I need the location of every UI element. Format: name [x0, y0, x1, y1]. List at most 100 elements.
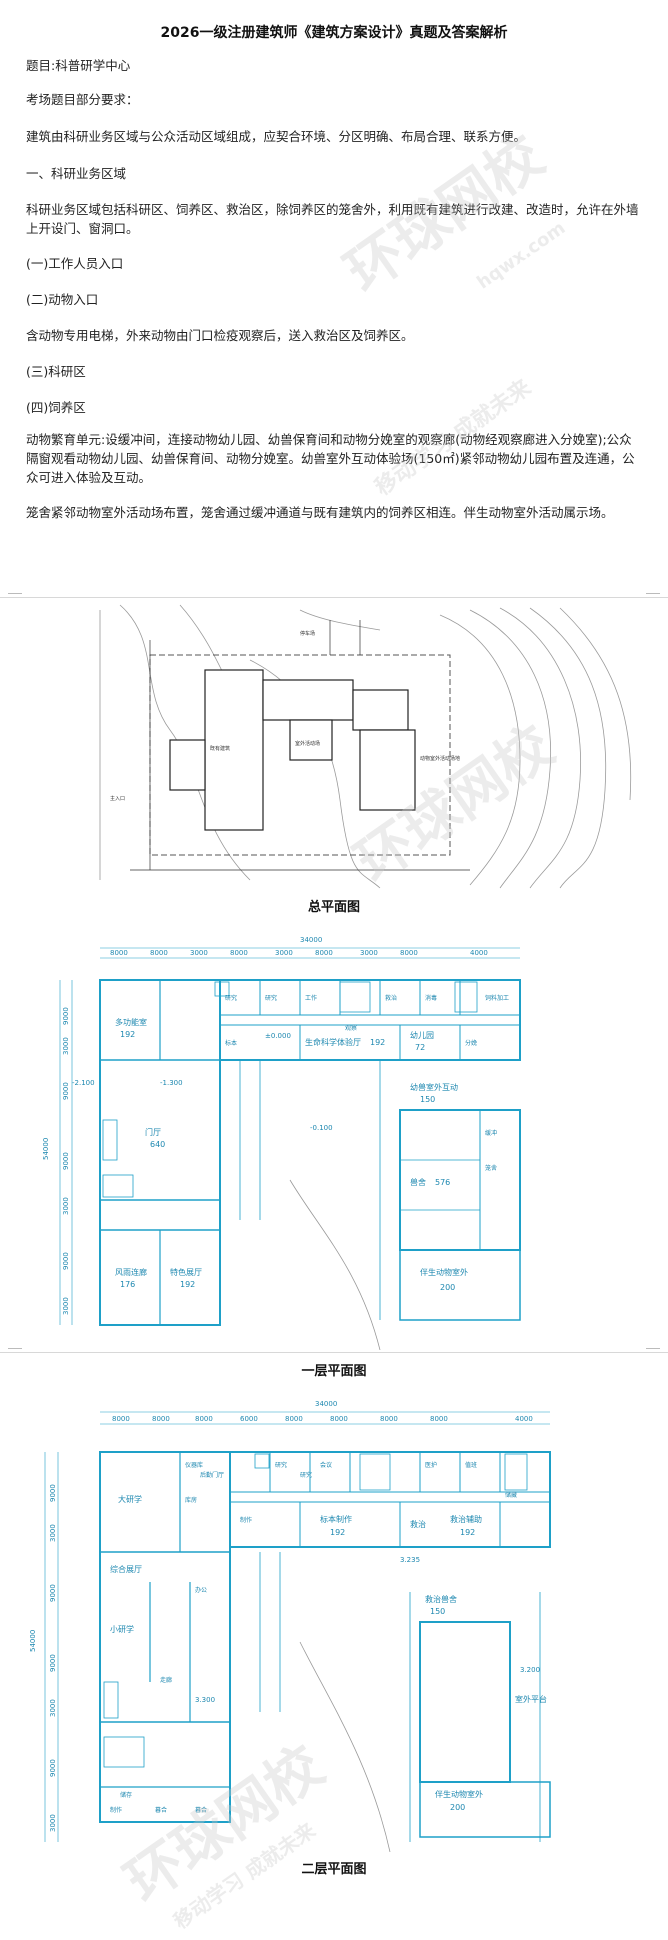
subheading-breeding-zone: (四)饲养区 — [26, 400, 86, 415]
document-title: 2026一级注册建筑师《建筑方案设计》真题及答案解析 — [160, 25, 508, 41]
site-label-building: 既有建筑 — [210, 745, 230, 752]
floor2-side-dim-2: 3000 — [49, 1524, 57, 1542]
floor2-small-room: 制作 — [240, 1516, 252, 1524]
floor1-small-room: 笼舍 — [485, 1164, 497, 1172]
floor1-dim-3: 3000 — [190, 949, 208, 957]
floor1-small-room: 研究 — [265, 994, 277, 1002]
floor2-room-name: 伴生动物室外 — [435, 1789, 483, 1799]
page-separator — [0, 1348, 668, 1353]
topic-line: 题目:科普研学中心 — [26, 58, 131, 73]
floor2-room-name: 救治兽舍 — [425, 1594, 457, 1604]
floor2-room-area: 192 — [330, 1528, 345, 1537]
paragraph-animal-entrance: 含动物专用电梯，外来动物由门口检疫观察后，送入救治区及饲养区。 — [26, 328, 414, 343]
floor2-room-name: 室外平台 — [515, 1694, 547, 1704]
floor2-side-dim-4: 9000 — [49, 1654, 57, 1672]
floor2-room-name: 综合展厅 — [110, 1564, 142, 1574]
floor1-room-name: 多功能室 — [115, 1017, 147, 1027]
floor2-small-room: 值班 — [465, 1461, 477, 1469]
floor1-overall-dim: 34000 — [300, 936, 322, 944]
floor1-side-dim-4: 9000 — [62, 1152, 70, 1170]
paragraph-breeding-unit: 动物繁育单元:设缓冲间，连接动物幼儿园、幼兽保育间和动物分娩室的观察廊(动物经观… — [26, 432, 635, 485]
paragraph-cages: 笼舍紧邻动物室外活动场布置，笼舍通过缓冲通道与既有建筑内的饲养区相连。伴生动物室… — [26, 505, 614, 520]
floor2-room-name: 标本制作 — [320, 1514, 352, 1524]
floor2-room-name: 救治辅助 — [450, 1514, 482, 1524]
floor1-room-area: 192 — [180, 1280, 195, 1289]
floor2-room-area: 200 — [450, 1803, 465, 1812]
section-heading-research: 一、科研业务区域 — [26, 166, 127, 181]
subheading-animal-entrance: (二)动物入口 — [26, 292, 99, 307]
site-label-parking: 停车场 — [300, 630, 315, 637]
floor1-room-name: 伴生动物室外 — [420, 1267, 468, 1277]
floor1-room-area: 192 — [120, 1030, 135, 1039]
floor2-plan-drawing: 34000 8000 8000 8000 6000 8000 8000 8000… — [29, 1400, 551, 1852]
floor2-dim-3: 8000 — [195, 1415, 213, 1423]
floor2-dim-4: 6000 — [240, 1415, 258, 1423]
floor2-small-room: 库房 — [185, 1496, 197, 1504]
floor1-room-name: 门厅 — [145, 1127, 161, 1137]
floor2-dim-9: 4000 — [515, 1415, 533, 1423]
floor2-room-name: 大研学 — [118, 1494, 142, 1504]
floor2-small-room: 医护 — [425, 1461, 437, 1469]
floor1-room-name: 生命科学体验厅 — [305, 1037, 361, 1047]
floor2-small-room: 会议 — [320, 1461, 332, 1469]
floor2-room-name: 救治 — [410, 1519, 426, 1529]
floor1-dim-5: 3000 — [275, 949, 293, 957]
floor1-small-room: 分娩 — [465, 1039, 477, 1047]
site-label-animal-field: 动物室外活动场地 — [420, 755, 460, 762]
floor1-room-area: 200 — [440, 1283, 455, 1292]
site-label-outdoor: 室外活动场 — [295, 740, 320, 747]
floor1-side-total: 54000 — [42, 1138, 50, 1160]
floor1-level: -2.100 — [72, 1079, 95, 1087]
floor2-dim-1: 8000 — [112, 1415, 130, 1423]
floor2-room-area: 150 — [430, 1607, 445, 1616]
caption-floor2: 二层平面图 — [301, 1862, 367, 1877]
floor2-overall-dim: 34000 — [315, 1400, 337, 1408]
site-plan-drawing: 既有建筑 室外活动场 动物室外活动场地 停车场 主入口 — [99, 604, 632, 889]
floor2-small-room: 制作 — [110, 1806, 122, 1814]
floor1-level: ±0.000 — [265, 1032, 291, 1040]
floor2-dim-6: 8000 — [330, 1415, 348, 1423]
floor1-room-area: 192 — [370, 1038, 385, 1047]
floor2-small-room: 仪器库 — [185, 1461, 203, 1469]
floor2-side-dim-6: 9000 — [49, 1759, 57, 1777]
floor2-level: 3.300 — [195, 1696, 215, 1704]
floor1-side-dim-3: 9000 — [62, 1082, 70, 1100]
floor1-room-area: 640 — [150, 1140, 165, 1149]
floor1-room-area: 150 — [420, 1095, 435, 1104]
floor2-small-room: 研究 — [300, 1471, 312, 1479]
subheading-research-zone: (三)科研区 — [26, 364, 86, 379]
floor2-side-dim-7: 3000 — [49, 1814, 57, 1832]
floor1-small-room: 缓冲 — [485, 1129, 497, 1137]
floor2-small-room: 储藏 — [505, 1491, 517, 1499]
floor1-room-name: 幼儿园 — [410, 1030, 434, 1040]
floor2-room-area: 192 — [460, 1528, 475, 1537]
floor2-small-room: 研究 — [275, 1461, 287, 1469]
floor2-small-room: 走廊 — [160, 1676, 172, 1684]
caption-site-plan: 总平面图 — [307, 900, 360, 915]
floor1-small-room: 标本 — [225, 1039, 237, 1047]
floor2-level: 3.200 — [520, 1666, 540, 1674]
floor1-side-dim-5: 3000 — [62, 1197, 70, 1215]
floor1-room-area: 576 — [435, 1178, 450, 1187]
floor1-small-room: 观察 — [345, 1024, 357, 1032]
floor2-side-dim-1: 9000 — [49, 1484, 57, 1502]
floor1-dim-9: 4000 — [470, 949, 488, 957]
floor1-dim-2: 8000 — [150, 949, 168, 957]
floor2-small-room: 暮合 — [195, 1806, 207, 1814]
requirements-intro: 考场题目部分要求： — [26, 92, 139, 107]
floor2-dim-7: 8000 — [380, 1415, 398, 1423]
floor1-plan-drawing: 34000 8000 8000 3000 8000 3000 8000 3000… — [42, 936, 521, 1350]
floor1-small-room: 研究 — [225, 994, 237, 1002]
floor1-dim-8: 8000 — [400, 949, 418, 957]
floor1-side-dim-6: 9000 — [62, 1252, 70, 1270]
floor1-room-name: 特色展厅 — [170, 1267, 202, 1277]
floor1-small-room: 工作 — [305, 994, 317, 1002]
floor2-level: 3.235 — [400, 1556, 420, 1564]
floor2-dim-5: 8000 — [285, 1415, 303, 1423]
floor1-dim-6: 8000 — [315, 949, 333, 957]
floor1-room-name: 风雨连廊 — [115, 1267, 147, 1277]
floor1-dim-7: 3000 — [360, 949, 378, 957]
floor1-room-area: 176 — [120, 1280, 135, 1289]
floor1-small-room: 救治 — [385, 994, 397, 1002]
